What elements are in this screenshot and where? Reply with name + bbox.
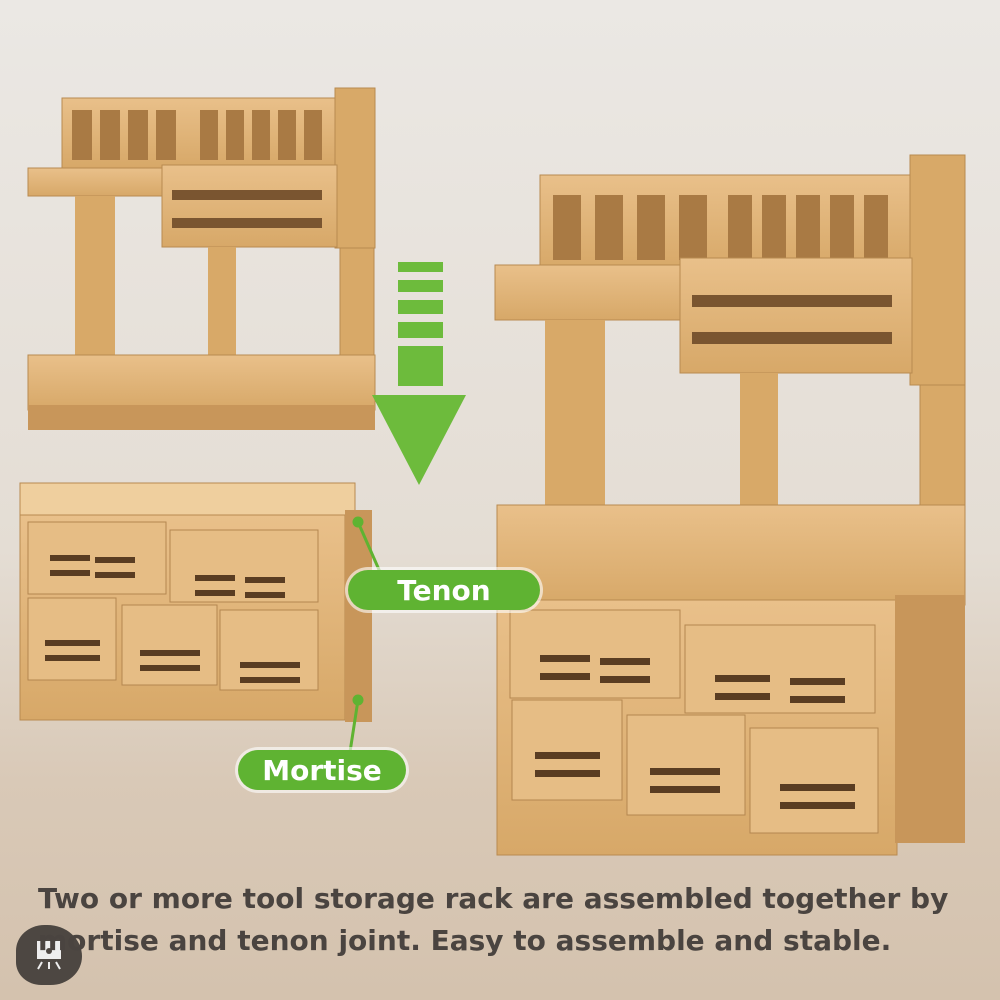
- easel-icon: [16, 925, 82, 985]
- assembled-rack: [494, 154, 966, 856]
- drawer-unit-separate: [19, 482, 372, 722]
- mortise-label: Mortise: [238, 750, 406, 790]
- tenon-label: Tenon: [348, 570, 540, 610]
- arrow-down-icon: [372, 262, 466, 485]
- caption: Two or more tool storage rack are assemb…: [38, 878, 978, 962]
- caption-line-1: Two or more tool storage rack are assemb…: [38, 882, 949, 915]
- caption-line-2: mortise and tenon joint. Easy to assembl…: [38, 924, 892, 957]
- upper-rack-separate: [27, 87, 376, 430]
